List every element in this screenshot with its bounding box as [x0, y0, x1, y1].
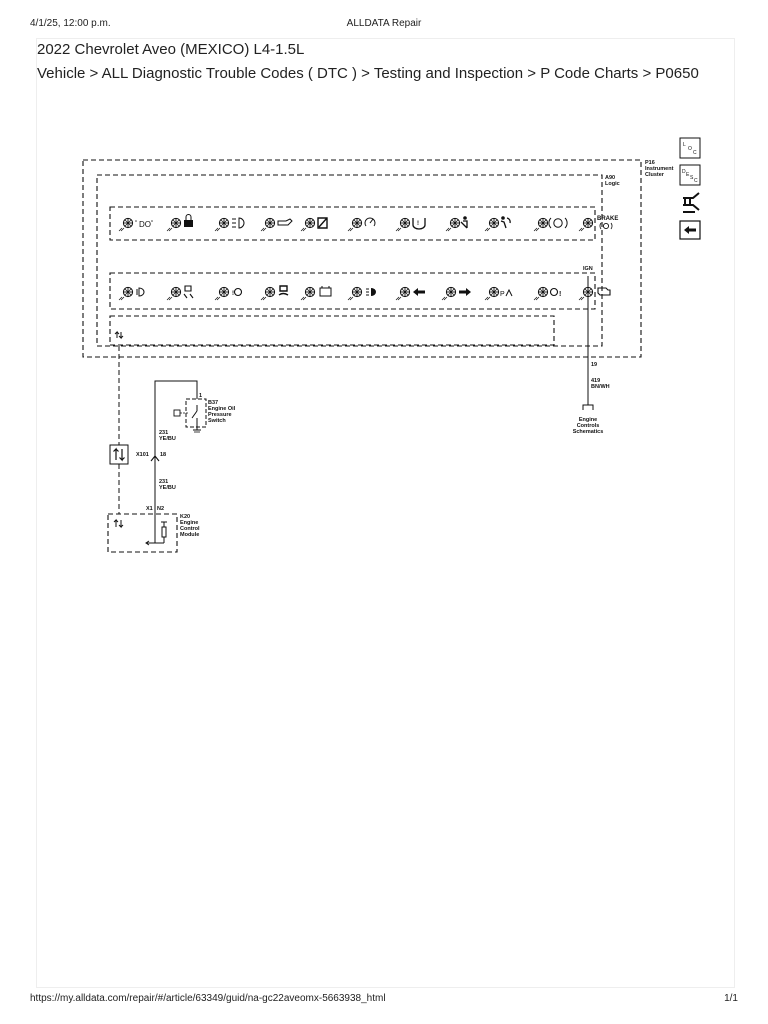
loc-icon[interactable]: L O C — [679, 137, 701, 159]
ign-label: IGN — [583, 266, 593, 272]
print-footer: https://my.alldata.com/repair/#/article/… — [30, 993, 738, 1007]
svg-text:O: O — [688, 146, 692, 152]
svg-text:D: D — [682, 169, 686, 175]
print-header: 4/1/25, 12:00 p.m. ALLDATA Repair — [30, 18, 738, 32]
back-arrow-icon[interactable] — [679, 220, 701, 240]
security-lock-icon — [166, 214, 193, 232]
color-ye-bu-label-b: YE/BU — [159, 485, 176, 491]
position-lamps-icon: ﾟDOﾟ — [118, 217, 155, 232]
svg-text:S: S — [690, 175, 694, 181]
circuit-231-wire — [154, 380, 198, 536]
serial-data-connector — [109, 444, 129, 465]
circuit-419-label: 419 — [591, 378, 600, 384]
breadcrumb[interactable]: Vehicle > ALL Diagnostic Trouble Codes (… — [37, 65, 699, 82]
indicator-row-2: ! P ! — [118, 285, 611, 301]
content-frame — [36, 38, 735, 988]
circuit-231-label-a: 231 — [159, 430, 168, 436]
serial-data-boundary — [109, 315, 555, 346]
x1-label: X1 — [146, 506, 153, 512]
indicator-row-1-boundary — [109, 206, 596, 241]
svg-text:L: L — [683, 142, 686, 148]
page-title: 2022 Chevrolet Aveo (MEXICO) L4-1.5L — [37, 41, 305, 58]
print-site-name: ALLDATA Repair — [346, 18, 422, 29]
traction-off-icon — [166, 285, 194, 301]
seatbelt-icon — [445, 216, 468, 232]
b37-name-label-2: Pressure — [208, 412, 232, 418]
page-number: 1/1 — [724, 993, 738, 1004]
airbag-icon — [484, 216, 511, 232]
n2-label: N2 — [157, 506, 164, 512]
desc-icon[interactable]: D E S C — [679, 164, 701, 186]
b37-id-label: B37 — [208, 400, 218, 406]
p16-id-label: P16 — [645, 160, 655, 166]
stability-icon — [260, 285, 289, 301]
high-beam-icon — [347, 286, 376, 301]
ref-symbol — [582, 404, 594, 410]
page-url[interactable]: https://my.alldata.com/repair/#/article/… — [30, 993, 386, 1004]
brake-icon: BRAKE — [578, 216, 618, 232]
engine-icon — [578, 286, 611, 301]
k20-id-label: K20 — [180, 514, 190, 520]
engine-controls-ref-2: Controls — [577, 423, 600, 429]
park-assist-icon: P — [484, 286, 513, 301]
engine-controls-ref-1: Engine — [579, 417, 597, 423]
b37-name-label-3: Switch — [208, 418, 226, 424]
circuit-231-label-b: 231 — [159, 479, 168, 485]
low-beam-icon — [118, 286, 145, 301]
service-icon: ! — [533, 286, 561, 301]
right-turn-icon — [441, 286, 471, 301]
svg-text:!: ! — [232, 291, 234, 297]
indicator-row-1: ﾟDOﾟ ! BRAKE — [118, 214, 618, 232]
abs-icon — [533, 217, 568, 232]
instrument-cluster-boundary — [82, 159, 642, 358]
serial-data-arrows-icon — [114, 330, 124, 340]
ecm-serial-arrows-icon — [113, 518, 124, 529]
left-turn-icon — [395, 286, 425, 301]
speedometer-icon — [347, 217, 376, 232]
b37-pin-label: 1 — [199, 393, 202, 399]
oil-can-icon — [260, 217, 293, 232]
harness-icon[interactable] — [683, 192, 700, 213]
p16-name-label-1: Instrument — [645, 166, 674, 172]
k20-name-label-2: Control — [180, 526, 200, 532]
logic-boundary — [96, 174, 603, 347]
svg-text:E: E — [686, 172, 690, 178]
x101-pin-18-label: 18 — [160, 452, 166, 458]
svg-text:!: ! — [559, 291, 561, 298]
svg-text:C: C — [694, 178, 698, 184]
svg-text:BRAKE: BRAKE — [597, 216, 618, 222]
x101-connector — [150, 455, 160, 462]
ecm-boundary — [107, 513, 178, 553]
indicator-row-2-boundary — [109, 272, 596, 310]
check-engine-icon — [300, 217, 328, 232]
front-fog-icon — [214, 217, 245, 232]
print-date: 4/1/25, 12:00 p.m. — [30, 18, 111, 29]
color-ye-bu-label-a: YE/BU — [159, 436, 176, 442]
a90-id-label: A90 — [605, 175, 615, 181]
tire-pressure-icon: ! — [395, 217, 426, 232]
svg-text:P: P — [500, 291, 505, 298]
svg-text:C: C — [693, 150, 697, 156]
power-steering-icon: ! — [214, 286, 243, 301]
pressure-switch-icon — [173, 405, 201, 433]
k20-name-label-1: Engine — [180, 520, 198, 526]
battery-icon — [300, 286, 332, 301]
ecm-pullup-resistor-icon — [145, 521, 167, 546]
k20-name-label-3: Module — [180, 532, 199, 538]
color-bn-wh-label: BN/WH — [591, 384, 610, 390]
p16-name-label-2: Cluster — [645, 172, 665, 178]
b37-name-label-1: Engine Oil — [208, 406, 236, 412]
svg-text:!: ! — [417, 221, 419, 227]
engine-controls-ref-3: Schematics — [573, 429, 604, 435]
a90-name-label: Logic — [605, 181, 620, 187]
pin-19-label: 19 — [591, 362, 597, 368]
x101-label: X101 — [136, 452, 149, 458]
svg-text:ﾟDOﾟ: ﾟDOﾟ — [135, 220, 155, 229]
